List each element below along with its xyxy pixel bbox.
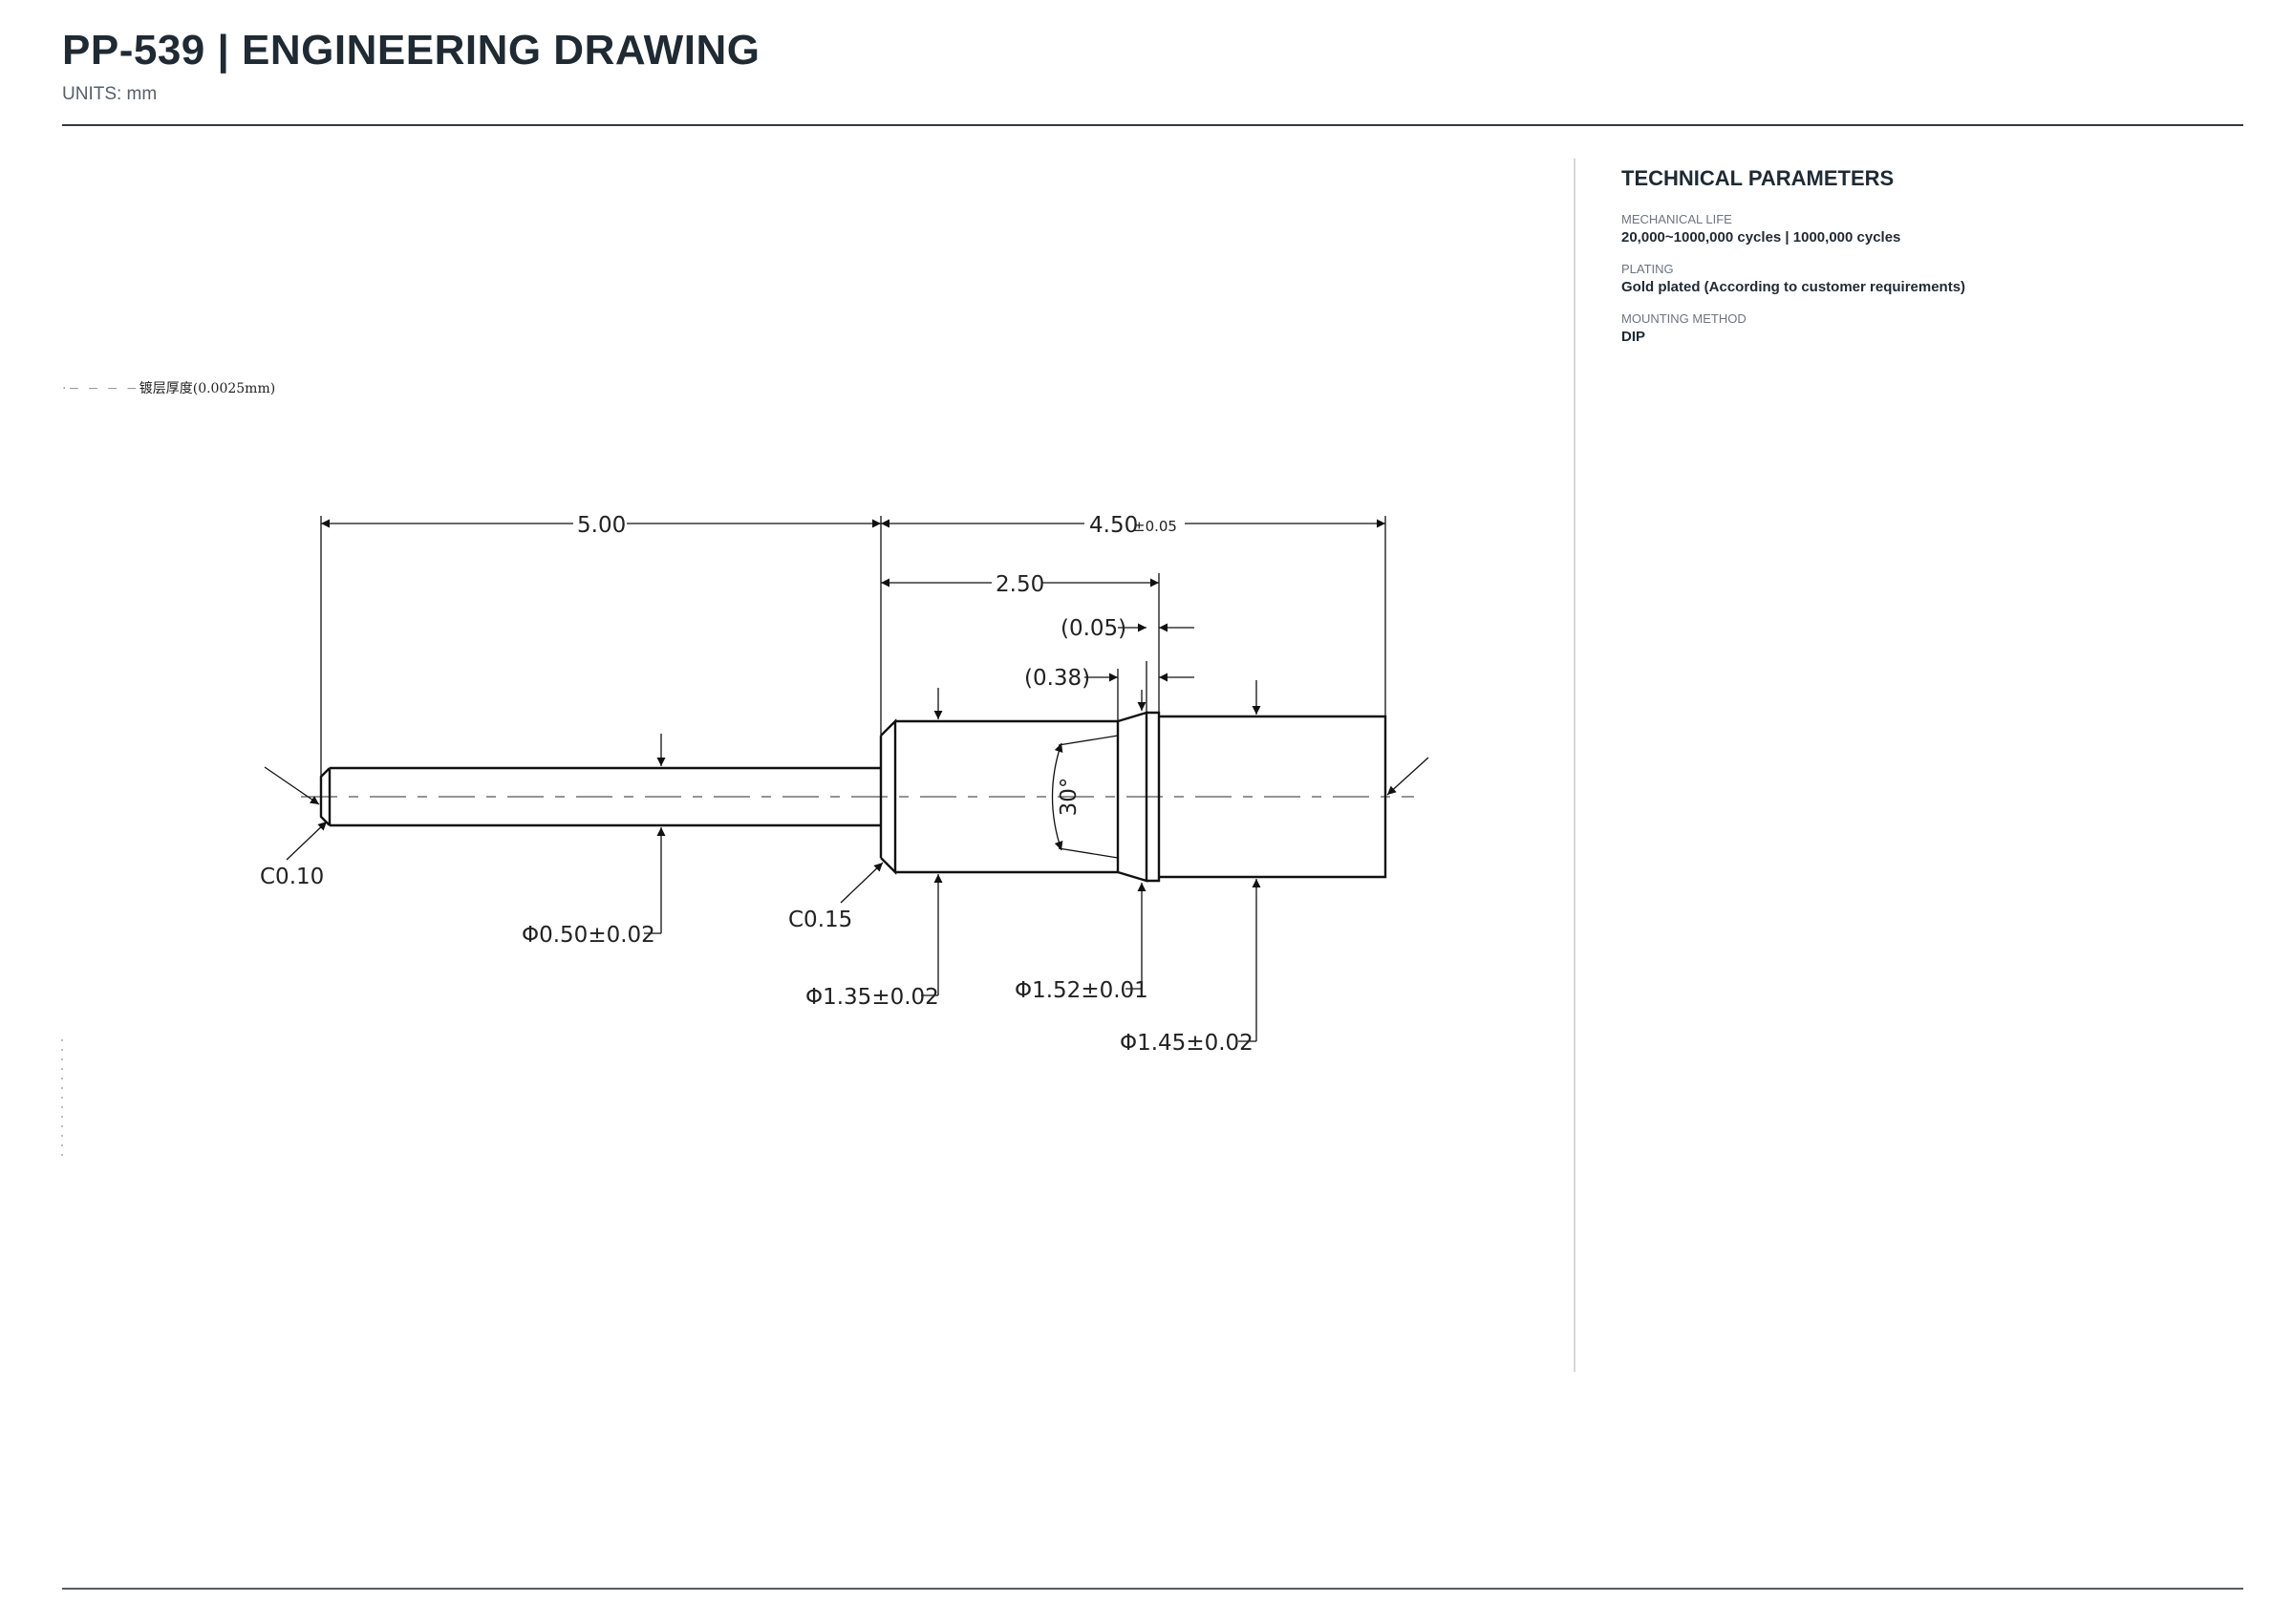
plating-thickness-note: ·− − − −镀层厚度(0.0025mm) [62,378,275,397]
dim-body-length-tol: ±0.05 [1133,518,1177,535]
collar-section [879,718,1120,875]
length-dimensions [321,519,1385,682]
dim-chamfer-tip: C0.10 [260,865,324,889]
pin-drawing: 5.00 4.50 ±0.05 2.50 (0.05) (0.38) 30° C… [260,513,1429,1056]
taper-section [1117,711,1148,883]
extension-lines [320,516,1386,777]
dim-angle: 30° [1057,778,1082,817]
dim-dia-flange: Φ1.52±0.01 [1015,978,1148,1003]
dim-dia-collar: Φ1.35±0.02 [805,985,939,1010]
dotted-marker [61,1039,63,1164]
diameter-leaders [644,680,1261,1042]
param-mounting-method: MOUNTING METHOD DIP [1621,311,2233,345]
dim-dia-tail: Φ0.50±0.02 [522,923,655,948]
param-mechanical-life: MECHANICAL LIFE 20,000~1000,000 cycles |… [1621,212,2233,246]
units-label: UNITS: mm [62,84,158,104]
param-plating: PLATING Gold plated (According to custom… [1621,262,2233,295]
dim-body-length: 4.50 [1089,513,1138,538]
param-label: MOUNTING METHOD [1621,311,1747,326]
dim-chamfer-step: C0.15 [788,908,852,932]
pin-outline [319,711,1387,883]
param-value: 20,000~1000,000 cycles | 1000,000 cycles [1621,229,1901,246]
header-divider [62,124,2243,126]
chamfer-leaders [264,757,1429,904]
head-section [1159,715,1387,879]
dim-taper-038: (0.38) [1024,666,1090,691]
param-value: DIP [1621,329,1646,345]
param-label: MECHANICAL LIFE [1621,212,1732,226]
tail-section [319,766,881,827]
param-value: Gold plated (According to customer requi… [1621,279,1966,295]
panel-divider [1574,159,1575,1372]
drawing-header: PP-539 | ENGINEERING DRAWING UNITS: mm [62,27,760,105]
dim-dia-head: Φ1.45±0.02 [1120,1031,1254,1056]
dim-gap-005: (0.05) [1061,616,1126,641]
note-text: 镀层厚度(0.0025mm) [139,381,276,396]
dim-tail-length: 5.00 [577,513,626,538]
angle-dimension [1051,735,1119,859]
footer-divider [62,1588,2243,1590]
note-leader: ·− − − − [62,381,139,396]
dim-collar-length: 2.50 [996,572,1044,597]
flange-section [1146,711,1161,883]
page-title: PP-539 | ENGINEERING DRAWING [62,27,761,74]
technical-parameters-panel: TECHNICAL PARAMETERS MECHANICAL LIFE 20,… [1621,166,2233,361]
param-label: PLATING [1621,262,1674,276]
parameters-heading: TECHNICAL PARAMETERS [1621,166,1895,190]
